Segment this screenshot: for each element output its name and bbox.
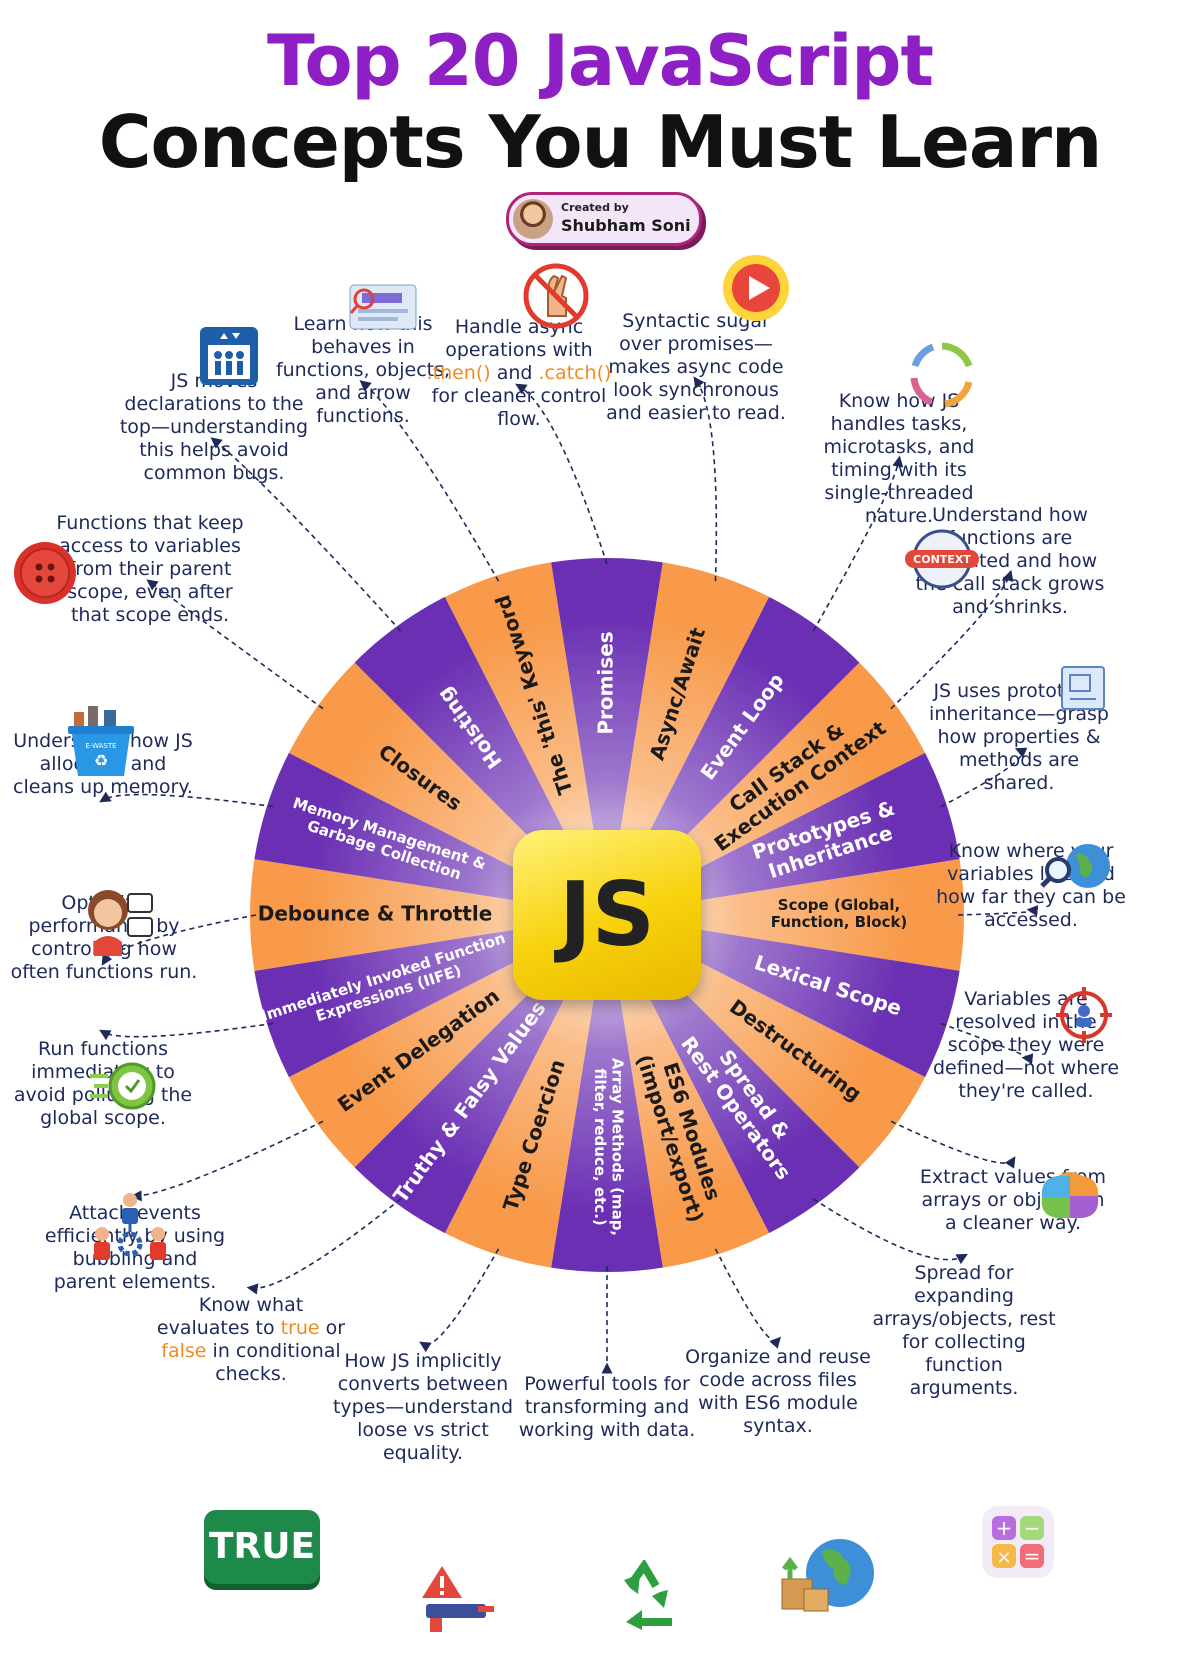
connector-line (693, 376, 718, 582)
concept-description: JS moves declarations to the top—underst… (119, 370, 309, 484)
person-stop-icon (88, 890, 153, 956)
connector-line (940, 1022, 1034, 1065)
brain-puzzle-icon (1041, 1172, 1099, 1218)
elevator-icon (200, 327, 258, 385)
red-button-icon (14, 542, 76, 604)
connector-line (246, 1198, 402, 1295)
connector-line (101, 914, 257, 966)
js-logo: JS (513, 830, 701, 1000)
concept-description: Organize and reuse code across files wit… (685, 1346, 871, 1437)
connector-line (812, 1198, 968, 1265)
team-gear-icon (94, 1193, 166, 1260)
connector-line (714, 1248, 782, 1349)
connector-line (419, 1248, 500, 1353)
connector-line (515, 383, 608, 565)
svg-text:♻: ♻ (94, 751, 108, 770)
connector-line (99, 791, 274, 808)
segment-label: Scope (Global,Function, Block) (771, 896, 908, 931)
concept-description: Functions that keep access to variables … (56, 512, 244, 626)
calculator-icon: + − × = (982, 1506, 1054, 1578)
connector-line (359, 380, 500, 582)
creator-badge: Created by Shubham Soni (506, 192, 702, 246)
recycle-icon (616, 1560, 672, 1630)
globe-search-icon (1040, 844, 1110, 888)
author-name: Shubham Soni (561, 216, 691, 235)
connector-line (99, 1022, 274, 1041)
svg-text:E-WASTE: E-WASTE (85, 742, 116, 750)
play-button-icon (723, 255, 789, 321)
svg-text:CONTEXT: CONTEXT (913, 553, 971, 566)
hazard-spray-icon (422, 1566, 494, 1632)
true-button-icon: TRUE (204, 1510, 320, 1584)
title-line-1: Top 20 JavaScript (267, 20, 934, 102)
svg-text:−: − (1024, 1516, 1041, 1540)
connector-line (146, 579, 324, 710)
concept-description: Syntactic sugar over promises—makes asyn… (606, 310, 786, 424)
crossed-fingers-icon (523, 263, 589, 329)
connector-line (890, 569, 1014, 710)
connector-line (812, 455, 904, 632)
concept-description: How JS implicitly converts between types… (332, 1350, 514, 1464)
target-icon (1056, 987, 1112, 1043)
title-line-2: Concepts You Must Learn (98, 100, 1103, 184)
keyword-search-icon (349, 284, 417, 330)
svg-text:×: × (996, 1547, 1011, 1568)
stopwatch-icon (90, 1062, 156, 1110)
connector-line (890, 1120, 1016, 1169)
concept-description: Variables are resolved in the scope they… (932, 988, 1120, 1102)
context-tag-icon: CONTEXT (905, 529, 979, 589)
concept-description: Powerful tools for transforming and work… (518, 1373, 696, 1441)
concept-description: Handle async operations with .then() and… (426, 316, 612, 430)
connector-line (130, 1120, 324, 1202)
segment-label: Array Methods (map,filter, reduce, etc.) (591, 1058, 626, 1236)
blueprint-icon (1061, 666, 1105, 710)
segment-label: Debounce & Throttle (258, 902, 493, 926)
concept-description: Know how JS handles tasks, microtasks, a… (823, 390, 975, 527)
svg-text:=: = (1024, 1544, 1041, 1568)
recycle-bin-icon: E-WASTE ♻ (68, 706, 134, 776)
concept-description: Spread for expanding arrays/objects, res… (872, 1262, 1056, 1399)
concept-description: Know what evaluates to true or false in … (156, 1294, 346, 1385)
connector-line (957, 905, 1039, 917)
connector-line (940, 747, 1028, 808)
svg-text:+: + (996, 1516, 1013, 1540)
avatar (513, 199, 553, 239)
created-by-label: Created by (561, 201, 629, 214)
cycle-arrows-icon (910, 342, 973, 408)
globe-boxes-icon (781, 1539, 874, 1612)
segment-label: Promises (594, 631, 618, 734)
